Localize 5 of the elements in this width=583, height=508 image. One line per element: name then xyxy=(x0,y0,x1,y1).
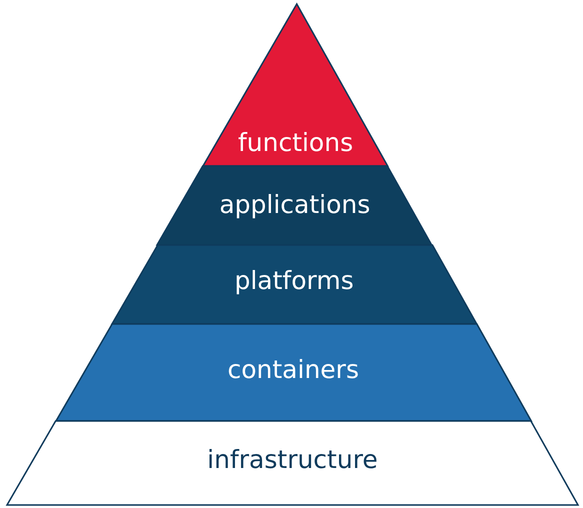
tier-label: platforms xyxy=(233,266,355,296)
tier-label: containers xyxy=(226,355,360,385)
tier-label: functions xyxy=(236,128,354,158)
tier-label: applications xyxy=(218,190,372,220)
tier-label: infrastructure xyxy=(206,445,379,475)
